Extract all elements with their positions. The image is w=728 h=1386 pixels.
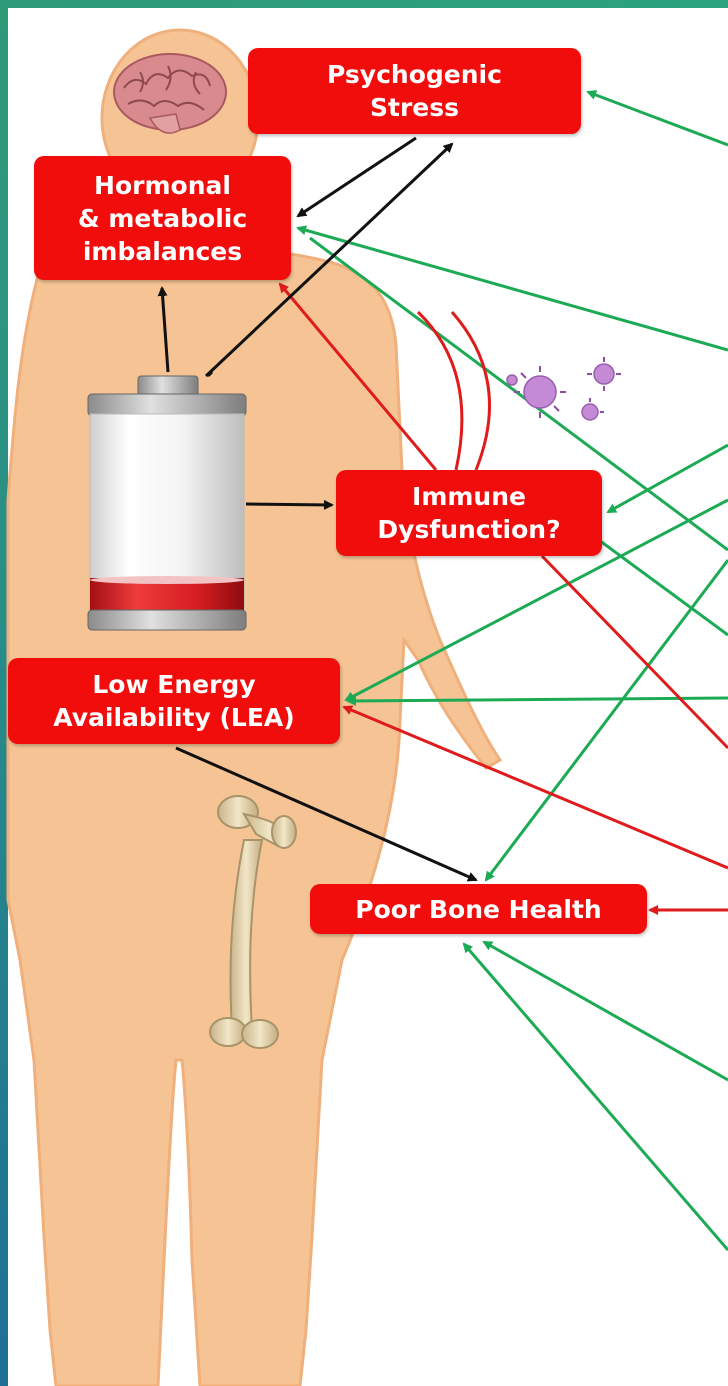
poor-bone-health-node: Poor Bone Health: [310, 884, 647, 934]
psychogenic-stress-node: Psychogenic Stress: [248, 48, 581, 134]
virus-icon: [507, 357, 621, 420]
low-energy-availability-node: Low Energy Availability (LEA): [8, 658, 340, 744]
immune-signal-arcs: [418, 312, 490, 470]
immune-dysfunction-node: Immune Dysfunction?: [336, 470, 602, 556]
battery-icon: [88, 376, 246, 630]
hormonal-metabolic-node: Hormonal & metabolic imbalances: [34, 156, 291, 280]
